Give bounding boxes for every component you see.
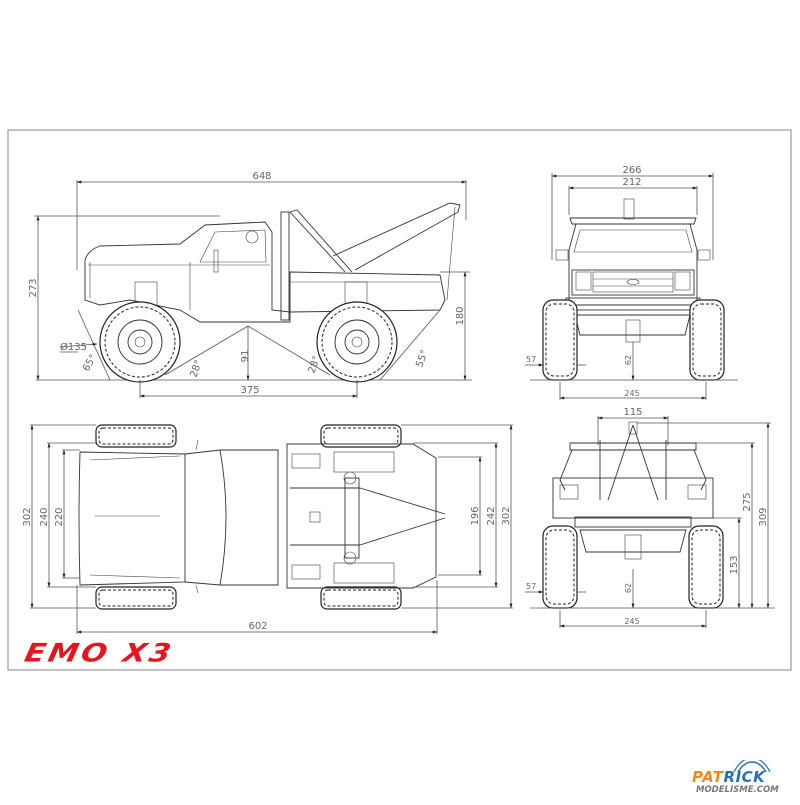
dim-overall-length: 648 (252, 171, 271, 182)
dim-overall-height: 273 (28, 278, 39, 297)
watermark-logo: PATRICK MODELISME.COM (692, 760, 800, 800)
angle-departure: 55° (414, 349, 430, 369)
dim-overall-height-rear: 309 (758, 507, 769, 526)
dim-overall-width: 266 (622, 165, 641, 176)
rear-view: 115 57 62 245 153 (525, 407, 775, 628)
top-view: 302 240 220 196 242 302 602 (22, 424, 513, 634)
dim-track-width: 245 (624, 389, 639, 398)
dim-axle-clearance-rear: 62 (624, 583, 633, 593)
drawing-frame (7, 129, 792, 671)
dim-tire-diameter: Ø135 (60, 341, 87, 353)
dim-ground-clearance: 91 (240, 350, 251, 363)
angle-breakover-front: 28° (188, 359, 204, 379)
dim-axle-clearance: 62 (624, 355, 633, 365)
dim-track-width-rear: 245 (624, 617, 639, 626)
dim-wheelbase: 375 (240, 385, 259, 396)
dim-tire-width-rear: 57 (526, 582, 536, 591)
angle-breakover-rear: 28° (306, 355, 322, 375)
dim-crane-width: 115 (623, 407, 642, 418)
dim-tire-width: 57 (526, 355, 536, 364)
dim-crane-height: 180 (455, 306, 466, 325)
model-title: EMO X3 (21, 638, 177, 669)
signal-waves-icon (733, 760, 771, 773)
dim-width-rear-2: 242 (486, 506, 497, 525)
dim-width-tires-front: 302 (22, 507, 33, 526)
front-view: 266 212 57 62 (525, 165, 738, 400)
dim-width-front-1: 240 (39, 507, 50, 526)
watermark-brand: PATRICK (692, 768, 766, 786)
dim-bed-height: 275 (742, 492, 753, 511)
dim-body-width: 212 (622, 177, 641, 188)
dim-width-rear-1: 196 (470, 506, 481, 525)
dim-overall-length-top: 602 (248, 621, 267, 632)
dim-width-front-2: 220 (54, 507, 65, 526)
angle-approach: 65° (81, 353, 99, 374)
dim-width-tires-rear: 302 (501, 506, 512, 525)
side-view: 648 273 180 (28, 171, 472, 398)
watermark-subtitle: MODELISME.COM (696, 785, 779, 795)
dim-bumper-height: 153 (729, 555, 740, 574)
